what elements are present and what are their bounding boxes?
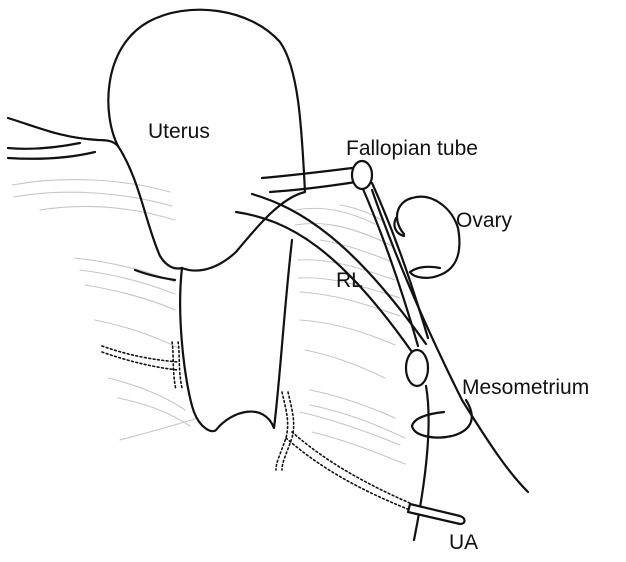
round-ligament-end bbox=[406, 350, 428, 386]
label-mesometrium: Mesometrium bbox=[462, 377, 589, 398]
uterus-outline bbox=[108, 10, 305, 432]
ovary-fold bbox=[394, 218, 440, 272]
mesometrium-ring bbox=[412, 400, 472, 438]
fallopian-tube bbox=[262, 168, 356, 192]
uterine-body-lower-edge bbox=[118, 146, 182, 269]
mesometrium-edge bbox=[372, 190, 528, 492]
uterine-artery-stub bbox=[408, 504, 465, 524]
ovarian-ligament bbox=[363, 183, 428, 346]
ligament-fibers bbox=[12, 180, 405, 464]
label-uterus: Uterus bbox=[148, 121, 210, 142]
label-ua: UA bbox=[449, 532, 478, 553]
label-ovary: Ovary bbox=[456, 210, 512, 231]
fallopian-tube-end bbox=[352, 161, 372, 189]
uterine-artery-dotted bbox=[102, 342, 412, 510]
label-rl: RL bbox=[336, 270, 363, 291]
label-fallopian-tube: Fallopian tube bbox=[346, 138, 478, 159]
